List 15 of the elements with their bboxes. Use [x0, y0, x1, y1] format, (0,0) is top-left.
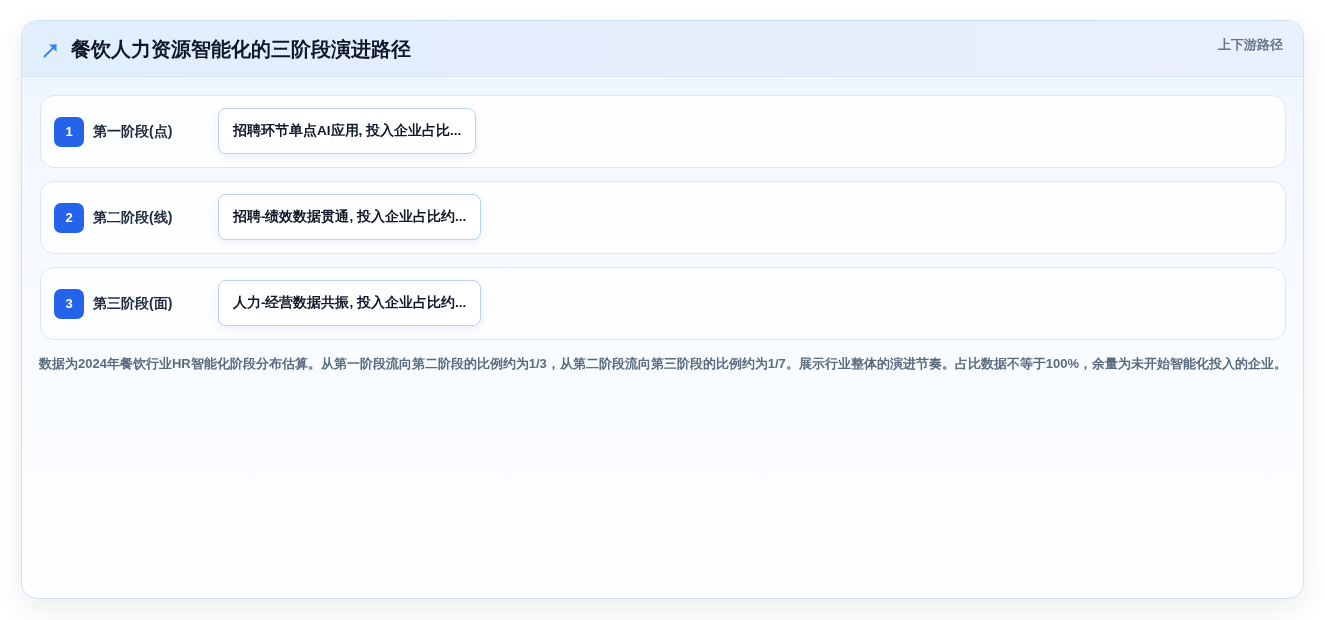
number-badge: 2	[54, 203, 84, 233]
stage-panel	[40, 95, 1286, 168]
description-box: 招聘-绩效数据贯通, 投入企业占比约...	[218, 194, 482, 240]
stage-panel	[40, 267, 1286, 340]
heading: 餐饮人力资源智能化的三阶段演进路径	[71, 37, 411, 62]
header-note: 上下游路径	[1218, 36, 1283, 54]
description-box: 人力-经营数据共振, 投入企业占比约...	[218, 280, 482, 326]
stage-label: 第三阶段(面)	[93, 294, 173, 313]
stage-label: 第一阶段(点)	[93, 122, 173, 141]
note-text: 数据为2024年餐饮行业HR智能化阶段分布估算。从第一阶段流向第二阶段的比例约为1/3，从第二阶段流向第三阶段的比例约为1/7。展示行业整体的演进节奏。占比数据不等于100%，余量为未开始智能化投入的企业。	[39, 355, 1289, 373]
stage-label: 第二阶段(线)	[93, 208, 173, 227]
stage-panel	[40, 181, 1286, 254]
description-box: 招聘环节单点AI应用, 投入企业占比...	[218, 108, 477, 154]
number-badge: 1	[54, 117, 84, 147]
number-badge: 3	[54, 289, 84, 319]
